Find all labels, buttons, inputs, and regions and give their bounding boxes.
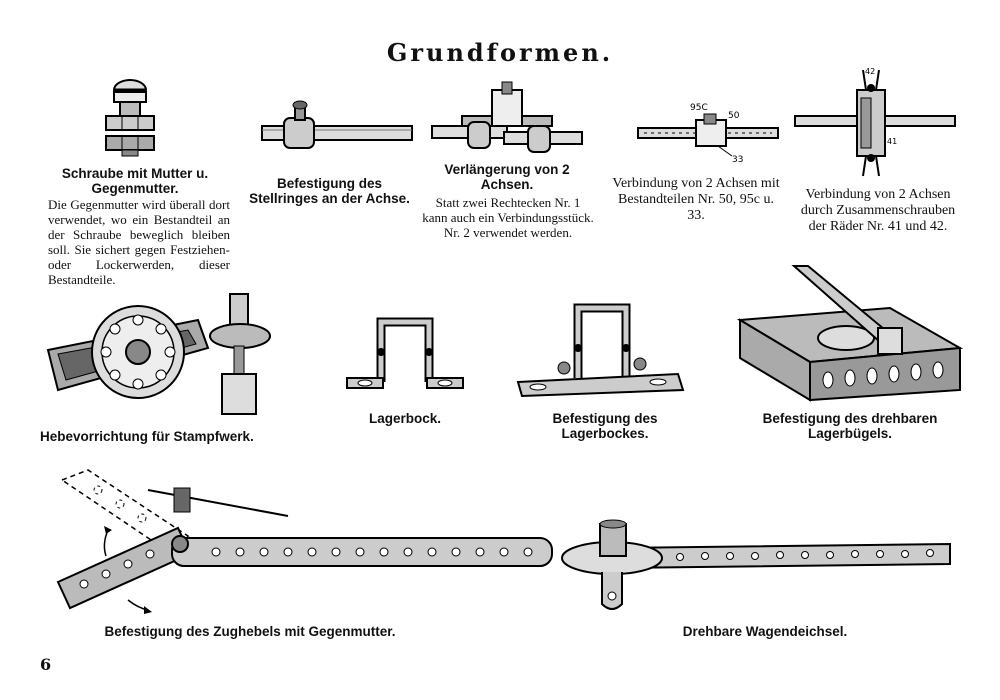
figure-description: Die Gegenmutter wird überall dort verwen… <box>48 197 230 287</box>
bearing-bracket-fastening-illustration <box>516 303 685 398</box>
figure-caption: Befestigung des Zughebels mit Gegenmutte… <box>104 624 396 639</box>
figure-caption: Hebevorrichtung für Stampfwerk. <box>40 429 254 444</box>
figure-caption: Schraube mit Mutter u. Gegenmutter. <box>61 166 209 196</box>
figure-caption: Befestigung des Lagerbockes. <box>552 411 658 441</box>
figure-caption: Lagerbock. <box>368 411 442 426</box>
figure-caption: Verlängerung von 2 Achsen. <box>444 162 570 192</box>
axle-extension-illustration <box>431 81 583 153</box>
rotating-bracket-illustration <box>736 265 964 402</box>
part-label-41: 41 <box>887 137 897 146</box>
tension-lever-illustration <box>56 469 553 614</box>
figure-description: Verbindung von 2 Achsen durch Zusammensc… <box>800 187 956 235</box>
part-label-42: 42 <box>865 67 875 76</box>
screw-nut-illustration <box>105 79 155 157</box>
page-title: Grundformen. <box>386 38 614 67</box>
figure-caption: Drehbare Wagendeichsel. <box>682 624 848 639</box>
part-label-95c: 95C <box>690 103 708 113</box>
figure-caption: Befestigung des drehbaren Lagerbügels. <box>762 411 938 441</box>
figure-caption: Befestigung des Stellringes an der Achse… <box>249 176 410 206</box>
figure-description: Statt zwei Rechtecken Nr. 1 kann auch ei… <box>422 195 594 240</box>
setting-ring-illustration <box>261 100 413 149</box>
axle-connection-illustration: 95C 50 33 <box>637 103 779 165</box>
part-label-33: 33 <box>732 155 743 165</box>
drawbar-illustration <box>561 519 951 610</box>
part-label-50: 50 <box>728 111 740 121</box>
bearing-bracket-illustration <box>346 317 464 389</box>
figure-description: Verbindung von 2 Achsen mit Bestandteile… <box>612 176 780 224</box>
wheel-connection-illustration: 42 41 <box>794 67 956 177</box>
lifting-device-illustration <box>46 293 271 415</box>
page-number: 6 <box>40 655 52 674</box>
